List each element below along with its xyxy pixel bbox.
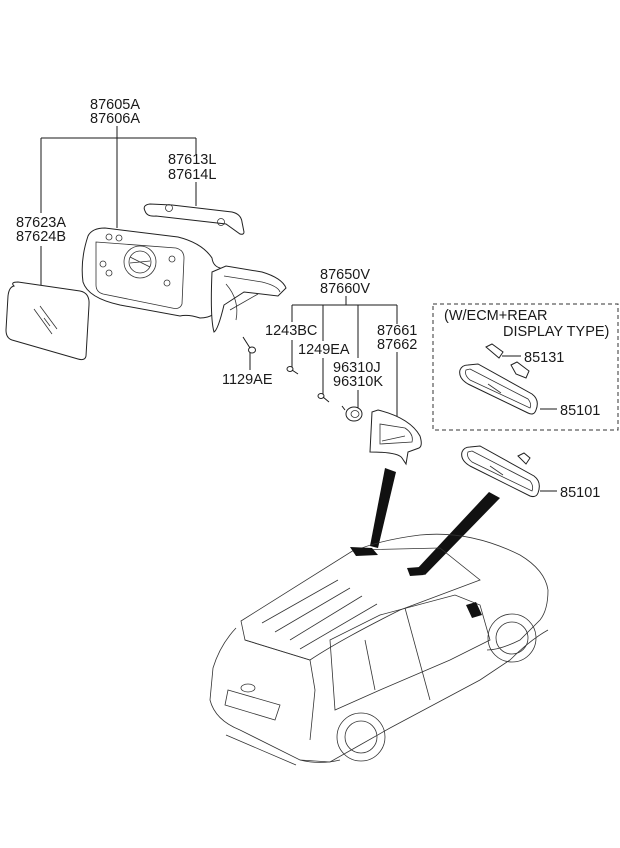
label-85131[interactable]: 85131 [524, 350, 564, 366]
option-box-title-line2: DISPLAY TYPE) [503, 324, 609, 340]
label-87662[interactable]: 87662 [377, 337, 417, 353]
leader-lines [40, 126, 557, 492]
label-87624b[interactable]: 87624B [16, 229, 66, 245]
label-87660v[interactable]: 87660V [320, 281, 370, 297]
label-87661[interactable]: 87661 [377, 323, 417, 339]
cover-87661-part[interactable] [369, 409, 422, 466]
label-85101[interactable]: 85101 [560, 485, 600, 501]
label-96310k[interactable]: 96310K [333, 374, 383, 390]
inside-mirror-part[interactable] [461, 445, 540, 498]
label-1129ae[interactable]: 1129AE [222, 372, 273, 388]
mirror-glass-part[interactable] [5, 281, 90, 361]
label-87613l[interactable]: 87613L [168, 152, 216, 168]
option-box [432, 303, 619, 431]
label-87614l[interactable]: 87614L [168, 167, 216, 183]
sensor-96310j-part[interactable] [341, 405, 363, 422]
screw-1129ae-part[interactable] [242, 336, 256, 354]
label-1243bc[interactable]: 1243BC [265, 323, 317, 339]
mirror-housing-part[interactable] [81, 227, 287, 333]
pointer-inside-mirror [416, 492, 500, 575]
label-85101-ecm[interactable]: 85101 [560, 403, 600, 419]
inside-mirror-ecm-part[interactable] [459, 343, 538, 415]
screw-1249ea-part[interactable] [317, 393, 330, 403]
vehicle-illustration [209, 533, 549, 766]
label-87606a[interactable]: 87606A [90, 111, 140, 127]
label-87623a[interactable]: 87623A [16, 215, 66, 231]
scalp-cover-part[interactable] [143, 203, 245, 235]
pointer-cover [370, 468, 396, 548]
label-87650v[interactable]: 87650V [320, 267, 370, 283]
bolt-1243bc-part[interactable] [286, 366, 299, 375]
label-96310j[interactable]: 96310J [333, 360, 381, 376]
label-1249ea[interactable]: 1249EA [298, 342, 350, 358]
option-box-title-line1: (W/ECM+REAR [444, 308, 548, 324]
label-87605a[interactable]: 87605A [90, 97, 140, 113]
